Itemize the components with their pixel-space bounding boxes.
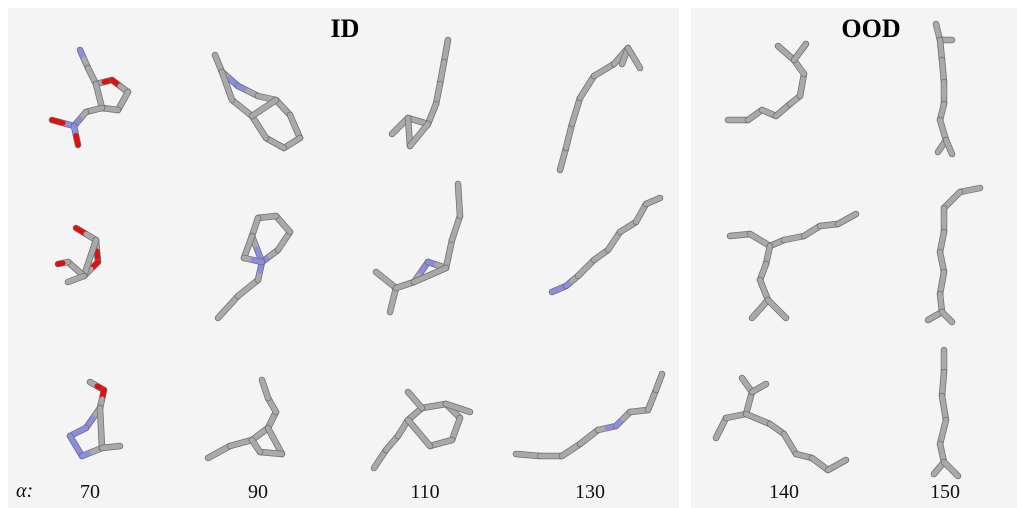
mol-alpha90-row1 [211, 51, 304, 152]
mol-alpha70-row2 [54, 224, 102, 286]
mol-alpha150-row3 [930, 346, 962, 480]
mol-alpha140-row1 [724, 40, 810, 124]
mol-alpha110-row2 [372, 180, 464, 316]
mol-alpha90-row3 [204, 376, 286, 462]
alpha-value-110: 110 [410, 481, 440, 503]
ood-panel [691, 8, 1017, 508]
mol-alpha140-row3 [712, 374, 850, 474]
mol-alpha130-row3 [512, 370, 666, 460]
mol-alpha140-row2 [726, 210, 860, 322]
mol-alpha90-row2 [214, 212, 294, 322]
mol-alpha150-row2 [924, 184, 984, 326]
ood-panel-title: OOD [841, 14, 901, 43]
alpha-value-70: 70 [80, 481, 100, 503]
alpha-value-90: 90 [248, 481, 268, 503]
mol-alpha110-row3 [370, 388, 474, 472]
id-panel [8, 8, 679, 508]
id-panel-title: ID [330, 14, 360, 43]
mol-alpha70-row3 [66, 378, 124, 460]
mol-alpha130-row1 [556, 44, 644, 174]
mol-alpha110-row1 [388, 36, 452, 150]
alpha-value-140: 140 [769, 481, 799, 503]
mol-alpha150-row1 [932, 20, 956, 158]
mol-alpha70-row1 [48, 46, 132, 149]
alpha-axis-label: α: [16, 480, 34, 502]
alpha-value-130: 130 [575, 481, 605, 503]
mol-alpha130-row2 [548, 194, 664, 296]
alpha-value-150: 150 [930, 481, 960, 503]
